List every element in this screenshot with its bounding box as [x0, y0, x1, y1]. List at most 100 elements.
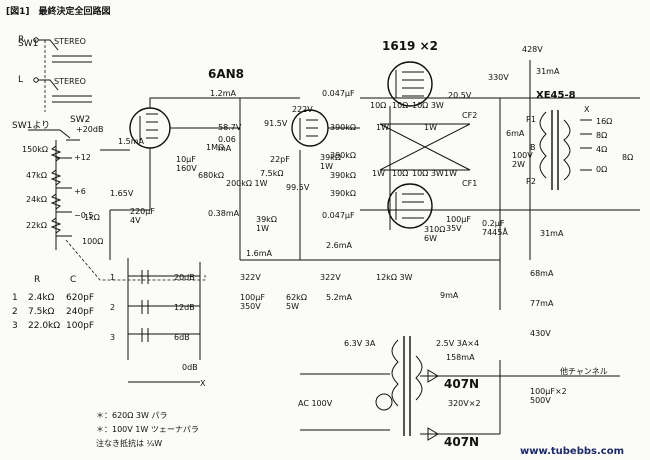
- v205-label: 20.5V: [448, 91, 472, 100]
- output-tubes: 1619 ×2 10Ω 10Ω 10Ω 3W 1W 1W 1W 10Ω 10Ω …: [370, 39, 564, 338]
- r390a-label: 390kΩ: [330, 123, 356, 132]
- power-supply: 6.3V 3A 2.5V 3A×4 158mA 他チャンネル AC 100V 3…: [298, 336, 620, 449]
- nfb-network: 1 2 3 20dB 12dB 6dB 0dB X: [110, 258, 206, 388]
- i68-label: 68mA: [530, 269, 554, 278]
- v430-label: 430V: [530, 329, 551, 338]
- sw1b-label: SW1より: [12, 120, 50, 131]
- r47k-label: 47kΩ: [26, 171, 47, 180]
- l-input-jack: [33, 77, 39, 83]
- v587-label: 58.7V: [218, 123, 242, 132]
- rc-row3-n: 3: [12, 321, 18, 331]
- i52-label: 5.2mA: [326, 293, 353, 302]
- input-switches: SW1 SW1より SW2 STEREO STEREO R L: [12, 35, 92, 141]
- v165-label: 1.65V: [110, 189, 134, 198]
- ac-label: AC 100V: [298, 399, 333, 408]
- r22k-label: 22kΩ: [26, 221, 47, 230]
- gain-m05: −0.5: [74, 211, 93, 220]
- rc-row3-c: 100pF: [66, 321, 94, 331]
- transformer-label: XE45-8: [536, 90, 576, 101]
- r10e-label: 10Ω 3W: [412, 169, 444, 178]
- v222-label: 222V: [292, 105, 313, 114]
- cf1-label: CF1: [462, 179, 477, 188]
- rc-header-c: C: [70, 275, 76, 285]
- i12-label: 1.2mA: [210, 89, 237, 98]
- note-1: ＊：620Ω 3W パラ: [96, 411, 167, 420]
- p2-label: P2: [526, 177, 536, 186]
- sw1-label: SW1: [18, 39, 38, 49]
- b-label: B: [530, 143, 536, 152]
- x-label: X: [584, 105, 590, 114]
- rc-table: R C 1 2.4kΩ 620pF 2 7.5kΩ 240pF 3 22.0kΩ…: [12, 275, 94, 331]
- r10d-label: 10Ω: [392, 169, 408, 178]
- h25-label: 2.5V 3A×4: [436, 339, 479, 348]
- r150k-label: 150kΩ: [22, 145, 48, 154]
- r200-label: 200kΩ 1W: [226, 179, 268, 188]
- t320-label: 320V×2: [448, 399, 481, 408]
- gain-20db: +20dB: [76, 125, 103, 134]
- rc-row2-c: 240pF: [66, 307, 94, 317]
- output-transformer: XE45-8 P1 P2 B X 16Ω 8Ω 4Ω 0Ω 8Ω: [526, 90, 633, 190]
- r1m-label: 1MΩ: [206, 143, 224, 152]
- notes: ＊：620Ω 3W パラ ＊：100V 1W ツェーナパラ 注なき抵抗は ¼W: [96, 411, 199, 448]
- i26-label: 2.6mA: [326, 241, 353, 250]
- watermark: www.tubebbs.com: [520, 446, 624, 457]
- rectifier-1-label: 407N: [444, 377, 479, 391]
- i77-label: 77mA: [530, 299, 554, 308]
- v322a-label: 322V: [240, 273, 261, 282]
- driver-tube-label: 6AN8: [208, 67, 244, 81]
- stereo-label-2: STEREO: [54, 77, 86, 86]
- out-8-label: 8Ω: [596, 131, 607, 140]
- c047b-label: 0.047µF: [322, 211, 355, 220]
- r680-label: 680kΩ: [198, 171, 224, 180]
- c047a-label: 0.047µF: [322, 89, 355, 98]
- i16-label: 1.6mA: [246, 249, 273, 258]
- i038-label: 0.38mA: [208, 209, 240, 218]
- nfb-x-terminal: X: [200, 379, 206, 388]
- r24k-label: 24kΩ: [26, 195, 47, 204]
- output-tube-label: 1619 ×2: [382, 39, 438, 53]
- rc-row1-n: 1: [12, 293, 18, 303]
- i15-label: 1.5mA: [118, 137, 145, 146]
- r10b-label: 10Ω: [392, 101, 408, 110]
- i31a-label: 31mA: [536, 67, 560, 76]
- note-2: ＊：100V 1W ツェーナパラ: [96, 425, 199, 434]
- r390d-label: 390kΩ: [330, 189, 356, 198]
- nfb-0db: 0dB: [182, 363, 198, 372]
- r1wb-label: 1W: [424, 123, 437, 132]
- gain-ladder: 150kΩ 47kΩ 24kΩ 22kΩ +20dB +12 +6 −0.5: [22, 125, 206, 281]
- rc-row1-r: 2.4kΩ: [28, 293, 55, 303]
- r100-label: 100Ω: [82, 237, 103, 246]
- diagram-title: [図1] 最終決定全回路図: [6, 5, 111, 17]
- gain-6: +6: [74, 187, 86, 196]
- h63-label: 6.3V 3A: [344, 339, 376, 348]
- rc-header-r: R: [34, 275, 40, 285]
- r1wc-label: 1W: [372, 169, 385, 178]
- r390b-label: 390kΩ: [330, 151, 356, 160]
- out-4-label: 4Ω: [596, 145, 607, 154]
- nfb-pos-3: 3: [110, 333, 115, 342]
- nfb-pos-1: 1: [110, 273, 115, 282]
- r10a-label: 10Ω: [370, 101, 386, 110]
- gain-12: +12: [74, 153, 91, 162]
- v330-label: 330V: [488, 73, 509, 82]
- out-0-label: 0Ω: [596, 165, 607, 174]
- r12k-label: 12kΩ 3W: [376, 273, 413, 282]
- rc-row3-r: 22.0kΩ: [28, 321, 60, 331]
- rc-row1-c: 620pF: [66, 293, 94, 303]
- r1k-label: 1kΩ: [84, 213, 100, 222]
- nfb-6db: 6dB: [174, 333, 190, 342]
- nfb-20db: 20dB: [174, 273, 195, 282]
- i31b-label: 31mA: [540, 229, 564, 238]
